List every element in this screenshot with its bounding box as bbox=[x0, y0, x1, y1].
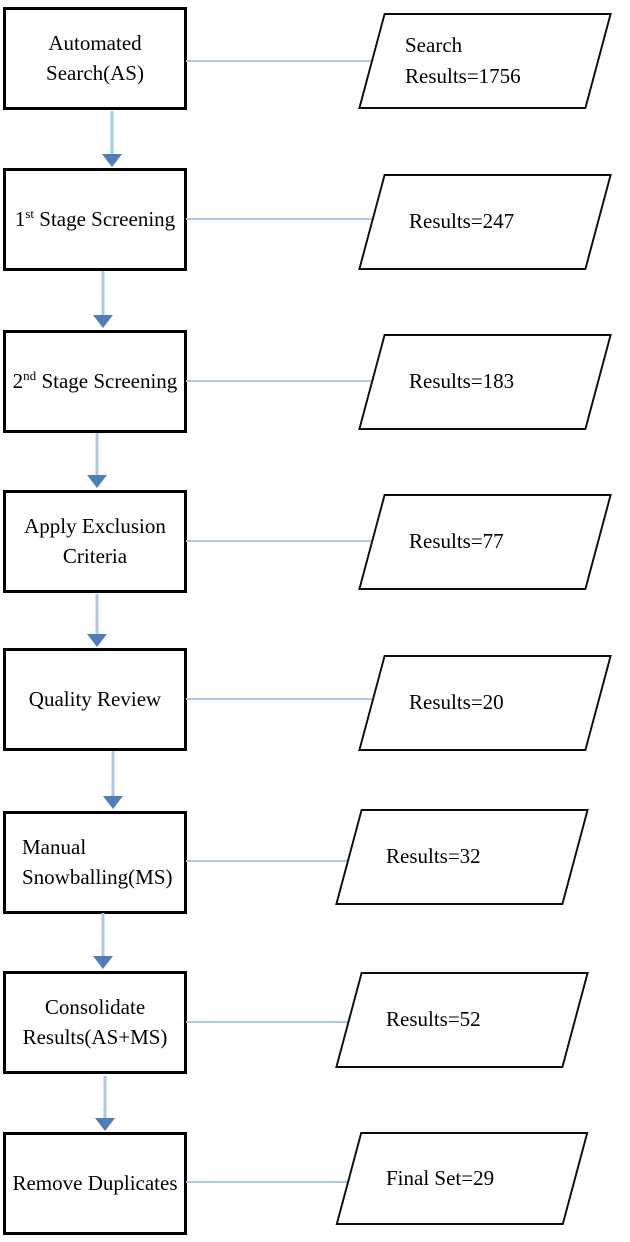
process-box-consolidate-results: Consolidate Results(AS+MS) bbox=[3, 971, 187, 1074]
process-label: Quality Review bbox=[28, 686, 162, 711]
process-label: 1st Stage Screening bbox=[14, 205, 176, 231]
output-label: Results=32 bbox=[386, 844, 481, 869]
process-label: Search(AS) bbox=[46, 60, 144, 85]
flow-arrow-down bbox=[101, 111, 123, 167]
arrowhead-icon bbox=[93, 315, 113, 328]
output-box-results-52: Results=52 bbox=[335, 972, 589, 1068]
connector-line bbox=[186, 1021, 349, 1023]
output-box-final-set: Final Set=29 bbox=[335, 1132, 589, 1225]
process-label: Apply Exclusion bbox=[24, 514, 166, 539]
process-box-quality-review: Quality Review bbox=[3, 648, 187, 751]
output-box-results-20: Results=20 bbox=[358, 655, 612, 751]
process-box-remove-duplicates: Remove Duplicates bbox=[3, 1132, 187, 1235]
process-label: Criteria bbox=[62, 543, 128, 568]
connector-line bbox=[186, 218, 372, 220]
output-box-results-77: Results=77 bbox=[358, 494, 612, 590]
output-label: Results=183 bbox=[409, 369, 515, 394]
arrow-shaft bbox=[111, 751, 115, 798]
connector-line bbox=[186, 380, 372, 382]
connector-line bbox=[186, 860, 349, 862]
process-label: Remove Duplicates bbox=[12, 1170, 178, 1195]
output-label: Final Set=29 bbox=[386, 1165, 495, 1190]
flow-arrow-down bbox=[86, 594, 108, 647]
process-label: Manual bbox=[22, 835, 87, 860]
process-label: Consolidate bbox=[44, 995, 146, 1020]
output-box-results-183: Results=183 bbox=[358, 334, 612, 430]
output-label: Search bbox=[405, 32, 463, 57]
process-label: Automated bbox=[48, 31, 142, 56]
output-box-results-247: Results=247 bbox=[358, 174, 612, 270]
flow-arrow-down bbox=[92, 913, 114, 969]
connector-line bbox=[186, 1181, 349, 1183]
flow-arrow-down bbox=[102, 751, 124, 809]
output-box-search-results: Search Results=1756 bbox=[358, 13, 612, 109]
arrowhead-icon bbox=[102, 154, 122, 167]
process-label: 2nd Stage Screening bbox=[12, 367, 178, 393]
process-box-second-stage-screening: 2nd Stage Screening bbox=[3, 330, 187, 433]
arrow-shaft bbox=[103, 1076, 107, 1120]
arrowhead-icon bbox=[95, 1118, 115, 1131]
output-label: Results=247 bbox=[409, 209, 515, 234]
arrow-shaft bbox=[101, 913, 105, 958]
output-box-results-32: Results=32 bbox=[335, 809, 589, 905]
output-label: Results=77 bbox=[409, 529, 504, 554]
connector-line bbox=[186, 540, 372, 542]
process-box-apply-exclusion-criteria: Apply Exclusion Criteria bbox=[3, 490, 187, 593]
flow-arrow-down bbox=[94, 1076, 116, 1131]
output-label: Results=20 bbox=[409, 690, 504, 715]
process-box-first-stage-screening: 1st Stage Screening bbox=[3, 168, 187, 271]
connector-line bbox=[186, 698, 372, 700]
flow-arrow-down bbox=[86, 433, 108, 488]
arrowhead-icon bbox=[93, 956, 113, 969]
arrowhead-icon bbox=[87, 634, 107, 647]
flow-arrow-down bbox=[92, 271, 114, 328]
arrowhead-icon bbox=[87, 475, 107, 488]
process-box-manual-snowballing: Manual Snowballing(MS) bbox=[3, 811, 187, 914]
connector-line bbox=[186, 60, 372, 62]
output-label: Results=1756 bbox=[405, 64, 521, 88]
arrow-shaft bbox=[101, 271, 105, 317]
arrow-shaft bbox=[110, 111, 114, 156]
process-label: Snowballing(MS) bbox=[22, 864, 173, 889]
arrowhead-icon bbox=[103, 796, 123, 809]
arrow-shaft bbox=[95, 433, 99, 477]
arrow-shaft bbox=[95, 594, 99, 636]
process-box-automated-search: Automated Search(AS) bbox=[3, 7, 187, 110]
process-label: Results(AS+MS) bbox=[22, 1024, 168, 1049]
output-label: Results=52 bbox=[386, 1007, 481, 1032]
